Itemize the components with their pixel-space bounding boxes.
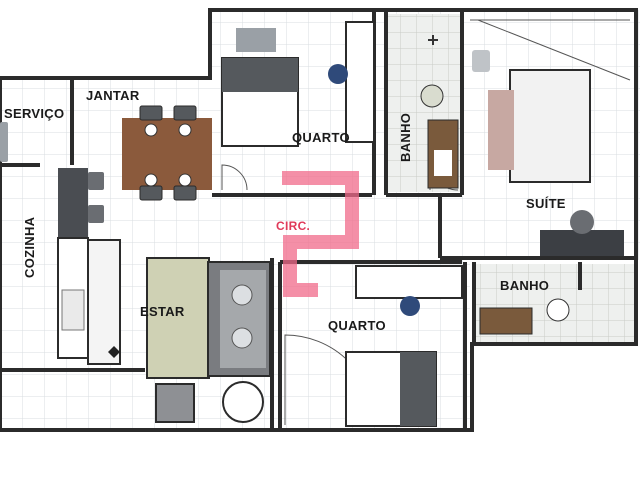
pillow-icon: [488, 90, 514, 170]
toilet-icon: [546, 298, 570, 322]
chair-icon: [173, 105, 197, 121]
dining-table-icon: [122, 118, 212, 190]
chair-icon: [139, 185, 163, 201]
living-room-furniture: [146, 257, 271, 423]
chair-icon: [139, 105, 163, 121]
armchair-icon: [155, 383, 195, 423]
room-label-quarto-top: QUARTO: [292, 130, 350, 145]
bathroom-right-fixtures: [479, 298, 570, 335]
bedroom-bottom-furniture: [345, 265, 463, 427]
room-label-circulacao: CIRC.: [276, 219, 310, 233]
shower-icon: [428, 35, 438, 45]
stove-icon: [61, 289, 85, 331]
bathroom-center-fixtures: [420, 35, 459, 189]
refrigerator-icon: [87, 239, 121, 365]
servico-area: [0, 122, 8, 162]
chair-icon: [328, 64, 348, 84]
chair-icon: [400, 296, 420, 316]
room-label-suite: SUÍTE: [526, 196, 566, 211]
room-labels: SERVIÇO JANTAR COZINHA ESTAR QUARTO BANH…: [4, 88, 566, 333]
room-label-quarto-bottom: QUARTO: [328, 318, 386, 333]
room-label-cozinha: COZINHA: [22, 216, 37, 278]
toilet-icon: [420, 84, 444, 108]
room-label-jantar: JANTAR: [86, 88, 140, 103]
room-label-estar: ESTAR: [140, 304, 185, 319]
dining-set: [122, 105, 212, 201]
round-table-icon: [222, 381, 264, 423]
pillow-icon: [236, 28, 276, 52]
kitchen-counter: [57, 168, 121, 365]
room-label-banho-right: BANHO: [500, 278, 549, 293]
sink-icon: [479, 307, 533, 335]
room-label-banho-center: BANHO: [398, 113, 413, 162]
circulation-marker: [282, 171, 359, 297]
desk-icon: [540, 230, 624, 256]
washing-machine-icon: [0, 122, 8, 162]
washing-machine-icon: [472, 50, 490, 72]
plant-icon: [108, 346, 120, 358]
room-label-servico: SERVIÇO: [4, 106, 64, 121]
bedroom-top-furniture: [221, 21, 375, 147]
bed-icon: [509, 69, 591, 183]
chair-icon: [173, 185, 197, 201]
suite-furniture: [472, 50, 624, 256]
